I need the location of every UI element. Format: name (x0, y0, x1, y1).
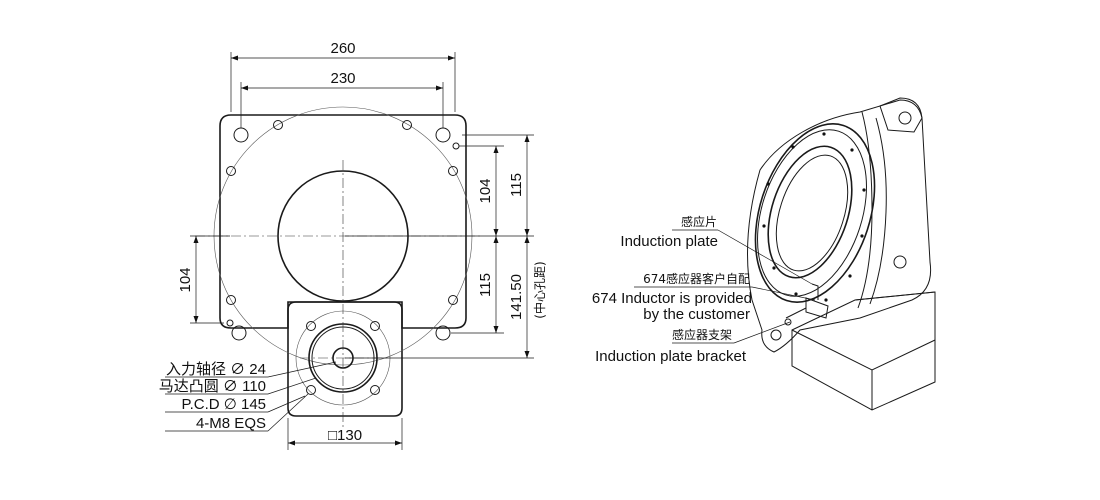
label-inductor-en-2: by the customer (643, 306, 750, 323)
callout-pcd: P.C.D ∅ 145 (182, 396, 267, 413)
label-induction-plate-en: Induction plate (620, 233, 718, 250)
dim-141-50: 141.50 (508, 274, 525, 320)
label-inductor-cn: 674感应器客户自配 (643, 271, 750, 286)
isometric-view (747, 97, 936, 411)
label-bracket-cn: 感应器支架 (672, 327, 732, 342)
label-bracket-en: Induction plate bracket (595, 348, 747, 365)
side-ear-hole (893, 255, 907, 269)
callout-input-shaft: 入力轴径 ∅ 24 (166, 361, 266, 378)
rim-bolts (762, 132, 866, 302)
callout-leaders (165, 361, 337, 432)
mount-hole (233, 127, 249, 143)
label-inductor-en-1: 674 Inductor is provided (592, 290, 752, 307)
pcd-hole (448, 166, 458, 176)
dim-104-top: 104 (477, 178, 494, 203)
label-induction-plate-cn: 感应片 (681, 214, 717, 229)
callout-holes: 4-M8 EQS (196, 415, 266, 432)
dim-260: 260 (330, 40, 355, 57)
disc-outer (754, 123, 876, 303)
pcd-hole (226, 166, 236, 176)
disc-bore (775, 154, 849, 272)
dim-104-left: 104 (177, 267, 194, 292)
pcd-hole (273, 120, 283, 130)
pcd-hole (448, 295, 458, 305)
flange-hole (370, 321, 380, 331)
sensor-bracket (805, 297, 829, 319)
dim-230: 230 (330, 70, 355, 87)
dim-115-top: 115 (508, 173, 525, 197)
table-body (747, 99, 932, 353)
dimension-lines (190, 52, 534, 450)
mount-hole (435, 325, 451, 341)
flange-hole (370, 385, 380, 395)
pcd-hole (226, 319, 234, 327)
flange-hole (306, 385, 316, 395)
dim-130: □130 (328, 427, 362, 444)
motor-housing (791, 291, 936, 411)
pcd-hole (402, 120, 412, 130)
mount-hole (435, 127, 451, 143)
pcd-hole (452, 142, 460, 150)
pcd-hole (226, 295, 236, 305)
flange-hole (306, 321, 316, 331)
disc-rim (757, 129, 867, 297)
mount-hole (231, 325, 247, 341)
motor-flange (287, 301, 403, 417)
iso-leaders (634, 229, 816, 344)
dim-141-50-note: (中心孔距) (532, 261, 547, 318)
dim-115-bottom: 115 (477, 273, 494, 297)
disc-inner (767, 145, 853, 279)
callout-motor-boss: 马达凸圆 ∅ 110 (159, 378, 266, 395)
